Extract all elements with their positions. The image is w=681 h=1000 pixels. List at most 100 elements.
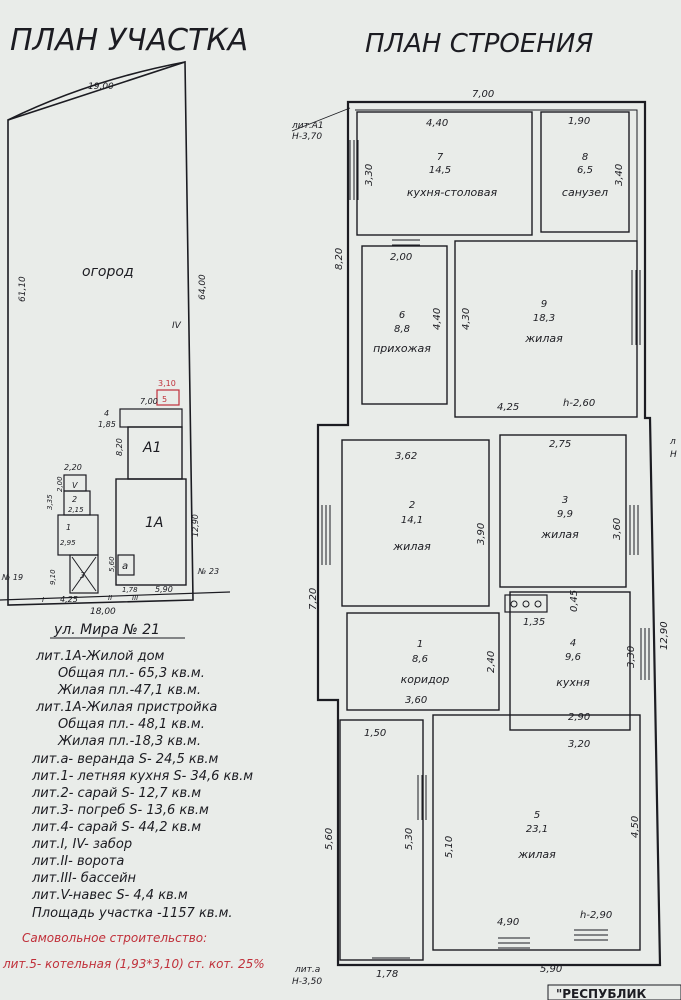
- dim-h1: h-2,60: [563, 398, 595, 409]
- shed-4-outline: [119, 408, 183, 428]
- kitchen-1-dim: 2,95: [60, 539, 76, 547]
- legend-line-10: лит.3- погреб S- 13,6 кв.м: [31, 803, 209, 818]
- fence-iv-label: IV: [172, 321, 182, 331]
- room-1-walls: [346, 612, 500, 711]
- dim-top: 7,00: [472, 89, 494, 100]
- building-a1-label: А1: [142, 440, 161, 456]
- dim-veranda-w: 1,50: [364, 728, 386, 739]
- lit-a-label: лит.а: [294, 965, 320, 975]
- room-6-area: 8,8: [394, 324, 410, 335]
- kitchen-1-outline: [57, 514, 99, 556]
- kitchen-1-number: 1: [66, 523, 71, 532]
- dim-r5-h-left: 5,10: [444, 836, 455, 858]
- building-outer-wall: [316, 100, 662, 967]
- room-4-area: 9,6: [565, 652, 581, 663]
- room-6-name: прихожая: [373, 342, 431, 355]
- legend-line-16: Площадь участка -1157 кв.м.: [32, 906, 233, 921]
- site-plan: ПЛАН УЧАСТКА 19,00 61,10 64,00 18,00 ого…: [0, 23, 248, 617]
- stove-burner-1: [510, 600, 518, 608]
- room-3-number: 3: [562, 495, 568, 506]
- canopy-v-label: V: [72, 481, 78, 490]
- site-dim-top: 19,00: [88, 82, 114, 92]
- stamp-fragment: [547, 984, 681, 1000]
- dim-r6-h: 4,40: [432, 308, 443, 330]
- site-dim-bottom-left: 4,25: [60, 595, 78, 604]
- dim-r2-w: 3,62: [395, 451, 417, 462]
- building-dim-right: 12,90: [191, 514, 200, 537]
- lit-edge-label: л: [669, 437, 676, 447]
- dim-r5-top: 3,20: [568, 739, 590, 750]
- legend-line-7: лит.а- веранда S- 24,5 кв.м: [31, 752, 219, 767]
- lit-a-height: Н-3,50: [292, 977, 322, 987]
- fence-i-label: I: [42, 596, 44, 604]
- room-2-walls: [341, 439, 490, 607]
- room-5-name: жилая: [517, 848, 556, 861]
- shed-2-number: 2: [72, 495, 77, 504]
- dim-r4-gap: 0,45: [569, 590, 580, 612]
- room-5-walls: [432, 714, 641, 951]
- dim-r5-h: 4,50: [630, 816, 641, 838]
- legend-line-12: лит.I, IV- забор: [31, 837, 132, 852]
- neighbor-left-label: № 19: [1, 573, 23, 582]
- garden-label: огород: [82, 264, 134, 280]
- room-9-name: жилая: [524, 332, 563, 345]
- neighbor-right-label: № 23: [197, 567, 219, 576]
- dim-bottom-small: 1,78: [376, 969, 398, 980]
- dim-r7-h: 3,30: [364, 164, 375, 186]
- stamp-text: "РЕСПУБЛИК: [556, 987, 647, 1000]
- canopy-v-dim: 2,20: [64, 463, 82, 472]
- legend-line-11: лит.4- сарай S- 44,2 кв.м: [31, 820, 201, 835]
- room-4-name: кухня: [556, 676, 590, 689]
- boiler-room-outline: [156, 389, 180, 406]
- room-7-name: кухня-столовая: [407, 186, 498, 199]
- gate-ii-label: II: [108, 594, 112, 602]
- room-7-area: 14,5: [429, 165, 451, 176]
- dim-left-bottom: 5,60: [324, 828, 335, 850]
- lit-a1-height: Н-3,70: [292, 132, 322, 142]
- legend-line-3: Жилая пл.-47,1 кв.м.: [57, 683, 201, 698]
- room-2-name: жилая: [392, 540, 431, 553]
- plot-top-boundary: [7, 61, 186, 121]
- street-line: [0, 591, 231, 601]
- lit-a1-label: лит.А1: [291, 121, 324, 131]
- veranda-outline: [117, 554, 135, 576]
- room-1-area: 8,6: [412, 654, 428, 665]
- legend-line-6: Жилая пл.-18,3 кв.м.: [57, 734, 201, 749]
- dim-r7-w: 4,40: [426, 118, 448, 129]
- a1-dim-left: 8,20: [115, 438, 124, 456]
- dim-r3-h: 3,60: [612, 518, 623, 540]
- dim-r1-h: 2,40: [486, 651, 497, 673]
- stove-burner-2: [522, 600, 530, 608]
- room-4-walls: [509, 591, 631, 731]
- lit-a1-leader: [291, 107, 351, 132]
- veranda-walls: [339, 719, 424, 961]
- dim-r9-w: 4,25: [497, 402, 519, 413]
- cellar-3-cross: [71, 556, 97, 592]
- shed-4-dim: 1,85: [98, 420, 116, 429]
- room-3-area: 9,9: [557, 509, 573, 520]
- dim-r9-h: 4,30: [461, 308, 472, 330]
- room-6-walls: [361, 245, 448, 405]
- room-5-number: 5: [534, 810, 540, 821]
- legend-line-15: лит.V-навес S- 4,4 кв.м: [31, 888, 188, 903]
- cellar-3-number: 3: [80, 571, 85, 580]
- building-1a-outline: [115, 478, 187, 586]
- veranda-label: а: [122, 561, 128, 572]
- street-label: ул. Мира № 21: [53, 622, 160, 638]
- site-dim-bottom: 18,00: [90, 607, 116, 617]
- room-9-walls: [454, 240, 638, 418]
- dim-r4-h: 3,30: [626, 646, 637, 668]
- dim-stove: 1,35: [523, 617, 545, 628]
- veranda-dim: 5,60: [108, 556, 116, 572]
- windows: [321, 140, 650, 959]
- room-9-area: 18,3: [533, 313, 555, 324]
- legend-line-14: лит.III- бассейн: [31, 871, 137, 886]
- legend: ул. Мира № 21 лит.1А-Жилой дом Общая пл.…: [2, 622, 681, 1000]
- room-1-number: 1: [417, 639, 423, 650]
- shed-2-dim: 2,15: [68, 506, 84, 514]
- cellar-3-outline: [69, 554, 99, 594]
- room-8-name: санузел: [562, 186, 608, 199]
- room-5-area: 23,1: [526, 824, 548, 835]
- room-9-number: 9: [541, 299, 547, 310]
